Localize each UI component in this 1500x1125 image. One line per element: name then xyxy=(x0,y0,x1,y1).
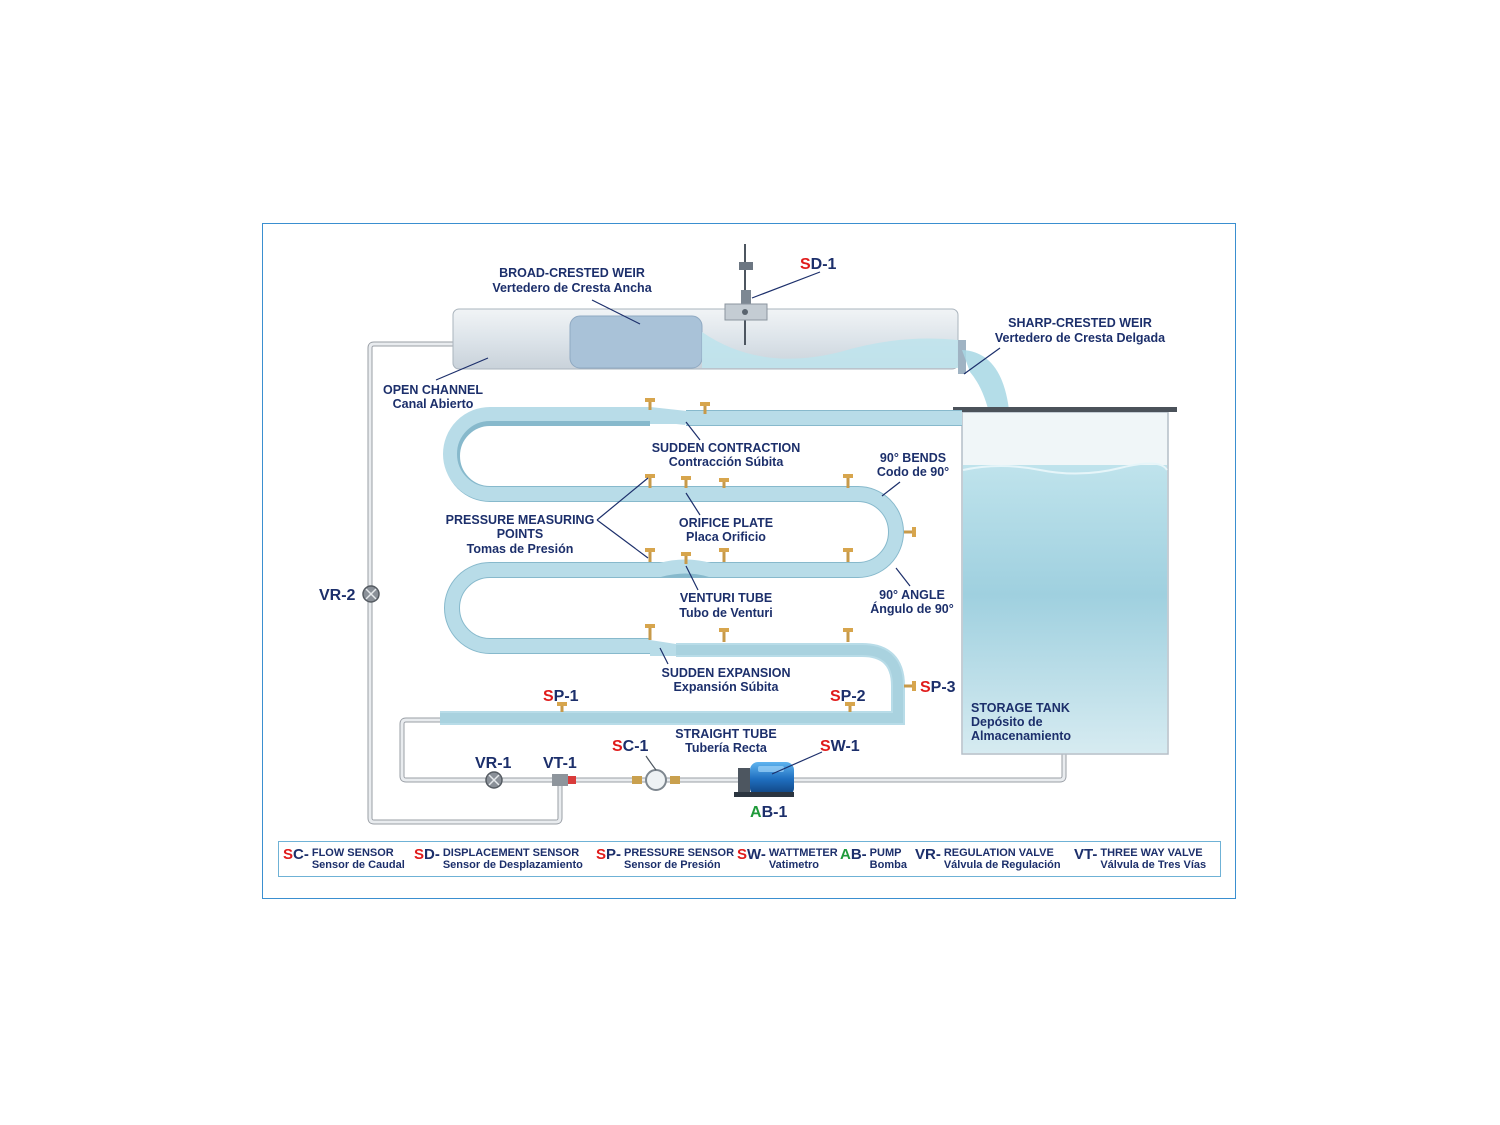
legend-code: B- xyxy=(850,846,867,863)
legend-en: WATTMETER xyxy=(768,847,838,859)
label-sudden-contraction-es: Contracción Súbita xyxy=(669,455,785,469)
legend-en: DISPLACEMENT SENSOR xyxy=(442,847,580,859)
legend-es: Vatimetro xyxy=(768,859,820,871)
legend-en: THREE WAY VALVE xyxy=(1100,847,1203,859)
tag-ab-1: AB-1 xyxy=(750,804,787,821)
vr-1-valve[interactable] xyxy=(485,771,503,789)
pressure-taps xyxy=(557,398,916,712)
vt-1-three-way-valve[interactable] xyxy=(552,774,576,786)
label-90-bends-en: 90° BENDS xyxy=(880,451,946,465)
label-sharp-crested-weir-en: SHARP-CRESTED WEIR xyxy=(1008,316,1152,330)
label-broad-crested-weir-en: BROAD-CRESTED WEIR xyxy=(499,266,645,280)
label-straight-tube-en: STRAIGHT TUBE xyxy=(675,727,776,741)
label-storage-tank-en: STORAGE TANK xyxy=(971,701,1070,715)
legend-code-prefix: S xyxy=(596,846,607,863)
legend-en: PRESSURE SENSOR xyxy=(624,847,735,859)
tag-sp-1: SP-1 xyxy=(543,688,579,705)
tag-sp-2: SP-2 xyxy=(830,688,866,705)
tag-vr-2: VR-2 xyxy=(319,587,356,604)
label-straight-tube-es: Tubería Recta xyxy=(685,741,768,755)
legend-code: P- xyxy=(606,846,622,863)
label-storage-tank-es1: Depósito de xyxy=(971,715,1043,729)
legend-es: Sensor de Caudal xyxy=(311,859,405,871)
sharp-crested-weir-plate xyxy=(958,340,966,374)
label-open-channel-es: Canal Abierto xyxy=(393,397,474,411)
label-pressure-points-en2: POINTS xyxy=(497,527,544,541)
legend-code: W- xyxy=(747,846,766,863)
label-sharp-crested-weir-es: Vertedero de Cresta Delgada xyxy=(995,331,1166,345)
tag-sp-3: SP-3 xyxy=(920,679,956,696)
label-sudden-expansion-en: SUDDEN EXPANSION xyxy=(662,666,791,680)
tag-sw-1: SW-1 xyxy=(820,738,860,755)
legend-es: Válvula de Tres Vías xyxy=(1100,859,1207,871)
legend-code-prefix: S xyxy=(737,846,748,863)
leader-lines xyxy=(435,271,1001,775)
label-90-bends-es: Codo de 90° xyxy=(877,465,949,479)
component-labels: BROAD-CRESTED WEIR Vertedero de Cresta A… xyxy=(383,266,1166,755)
legend-en: FLOW SENSOR xyxy=(311,847,394,859)
displacement-sensor xyxy=(724,244,768,345)
label-90-angle-es: Ángulo de 90° xyxy=(870,601,953,616)
tag-vr-1: VR-1 xyxy=(475,755,512,772)
tag-sc-1: SC-1 xyxy=(612,738,649,755)
broad-crested-weir-block xyxy=(569,315,703,369)
legend-es: Sensor de Presión xyxy=(624,859,721,871)
legend-es: Bomba xyxy=(869,859,907,871)
legend-code-prefix: A xyxy=(840,846,851,863)
legend-code-prefix: S xyxy=(414,846,425,863)
sc-1-flow-sensor xyxy=(632,755,680,791)
test-pipe-circuit xyxy=(440,407,962,725)
legend-en: REGULATION VALVE xyxy=(943,847,1054,859)
legend-code: VR- xyxy=(915,846,941,863)
legend-code: D- xyxy=(424,846,440,863)
feed-piping xyxy=(367,341,1067,825)
label-sudden-contraction-en: SUDDEN CONTRACTION xyxy=(652,441,801,455)
storage-tank xyxy=(953,407,1177,755)
tag-vt-1: VT-1 xyxy=(543,755,577,772)
label-venturi-tube-en: VENTURI TUBE xyxy=(680,591,772,605)
label-pressure-points-en1: PRESSURE MEASURING xyxy=(446,513,595,527)
label-sudden-expansion-es: Expansión Súbita xyxy=(674,680,780,694)
legend-es: Válvula de Regulación xyxy=(943,859,1061,871)
label-open-channel-en: OPEN CHANNEL xyxy=(383,383,483,397)
label-90-angle-en: 90° ANGLE xyxy=(879,588,945,602)
legend-es: Sensor de Desplazamiento xyxy=(442,859,583,871)
legend-en: PUMP xyxy=(869,847,902,859)
legend-code: C- xyxy=(293,846,309,863)
label-orifice-plate-es: Placa Orificio xyxy=(686,530,766,544)
ab-1-pump[interactable] xyxy=(734,762,794,797)
label-storage-tank-es2: Almacenamiento xyxy=(971,729,1071,743)
component-tags: SD-1 SP-1 SP-2 SP-3 SC-1 SW-1 AB-1 VR-1 … xyxy=(319,256,956,821)
legend-code: VT- xyxy=(1074,846,1098,863)
legend-code-prefix: S xyxy=(283,846,294,863)
label-pressure-points-es: Tomas de Presión xyxy=(467,542,574,556)
label-venturi-tube-es: Tubo de Venturi xyxy=(679,606,773,620)
tag-sd-1: SD-1 xyxy=(800,256,837,273)
label-orifice-plate-en: ORIFICE PLATE xyxy=(679,516,773,530)
vr-2-valve[interactable] xyxy=(362,585,380,603)
label-broad-crested-weir-es: Vertedero de Cresta Ancha xyxy=(492,281,652,295)
